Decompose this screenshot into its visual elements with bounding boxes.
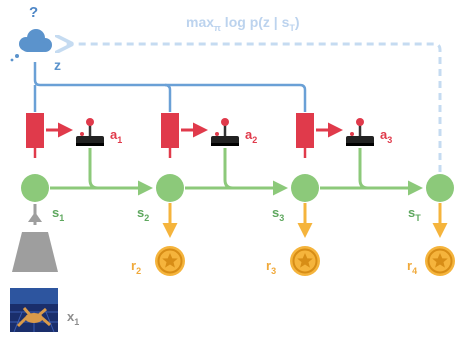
latent-bus-line (33, 62, 307, 112)
star-coin-icon (290, 246, 320, 276)
joystick-icon (76, 118, 104, 146)
reward-label-2: r2 (131, 258, 141, 276)
state-node-1 (21, 174, 49, 202)
state-node-2 (156, 174, 184, 202)
state-node-T (426, 174, 454, 202)
policy-block-2 (161, 113, 179, 158)
action-to-transition-2 (223, 148, 234, 190)
joystick-icon (211, 118, 239, 146)
action-label-2: a2 (245, 127, 257, 145)
objective-feedback-arrow (64, 44, 442, 172)
latent-z-label: z (54, 57, 61, 73)
encoder-arrow-head (28, 212, 42, 222)
objective-label: maxπ log p(z | sT) (186, 14, 300, 33)
reward-label-3: r3 (266, 258, 276, 276)
action-label-3: a3 (380, 127, 392, 145)
state-label-2: s2 (137, 205, 149, 223)
joystick-icon (346, 118, 374, 146)
action-label-1: a1 (110, 127, 122, 145)
star-coin-icon (425, 246, 455, 276)
cloud-icon (10, 29, 52, 62)
state-label-1: s1 (52, 205, 64, 223)
state-label-T: sT (408, 205, 421, 223)
observation-label: x1 (67, 309, 79, 327)
robot-image (10, 288, 58, 333)
unknown-skill-question-mark: ? (29, 4, 38, 21)
policy-block-1 (26, 113, 44, 158)
reward-label-4: r4 (407, 258, 417, 276)
latent-link-2 (164, 83, 172, 112)
state-node-3 (291, 174, 319, 202)
state-label-3: s3 (272, 205, 284, 223)
star-coin-icon (155, 246, 185, 276)
action-to-transition-1 (88, 148, 99, 190)
encoder-trapezoid (12, 232, 58, 272)
policy-block-3 (296, 113, 314, 158)
action-to-transition-3 (358, 148, 369, 190)
